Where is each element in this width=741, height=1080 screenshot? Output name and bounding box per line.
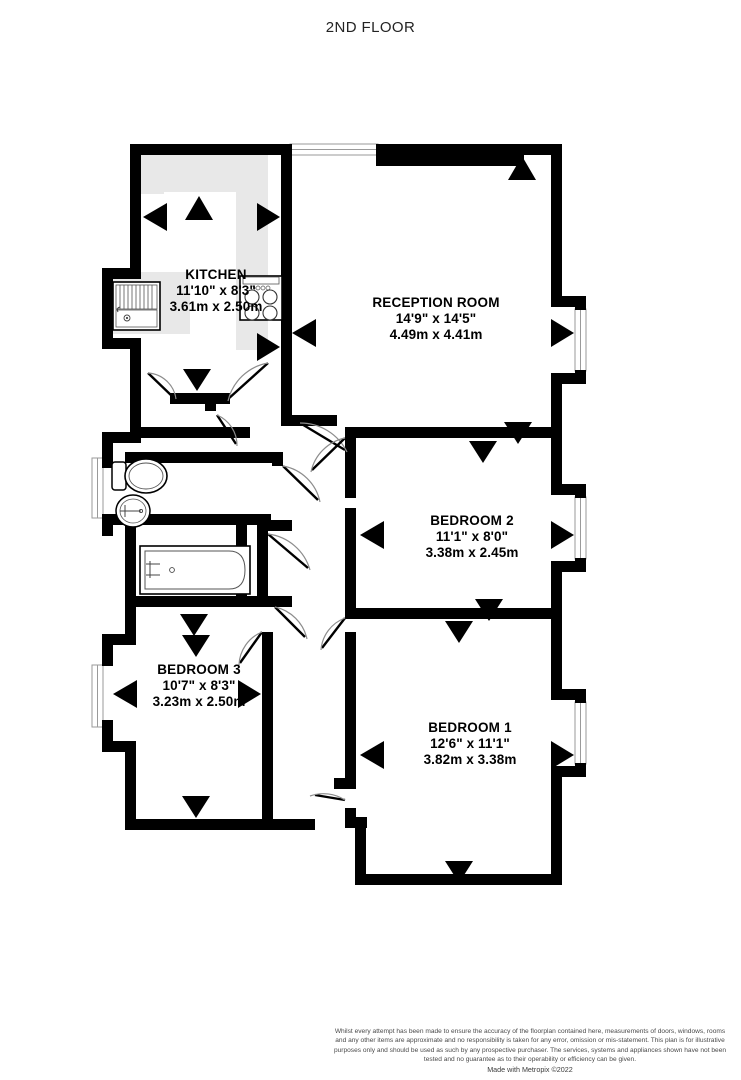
walls [102, 144, 586, 885]
disclaimer-line-1: Whilst every attempt has been made to en… [334, 1028, 649, 1035]
floorplan-drawing [91, 143, 587, 885]
kitchen-sink [112, 281, 161, 331]
made-with-credit: Made with Metropix ©2022 [487, 1065, 573, 1075]
wash-basin [115, 494, 151, 528]
disclaimer-line-5: as to their operability or efficiency ca… [497, 1056, 637, 1064]
disclaimer-line-4: prospective purchaser. The services, sys… [423, 1046, 727, 1064]
toilet-wc [111, 458, 168, 494]
door-swings [147, 362, 348, 802]
direction-markers [113, 156, 574, 883]
floorplan-canvas: KITCHEN 11'10" x 8'3" 3.61m x 2.50m RECE… [91, 143, 587, 885]
disclaimer: Whilst every attempt has been made to en… [330, 1027, 730, 1076]
bathtub [139, 545, 251, 595]
disclaimer-line-2: of doors, windows, rooms and any other i… [335, 1028, 726, 1045]
kitchen-hob [239, 275, 283, 321]
disclaimer-line-3: omission or mis-statement. This plan is … [333, 1037, 725, 1054]
page-title: 2ND FLOOR [325, 19, 416, 36]
